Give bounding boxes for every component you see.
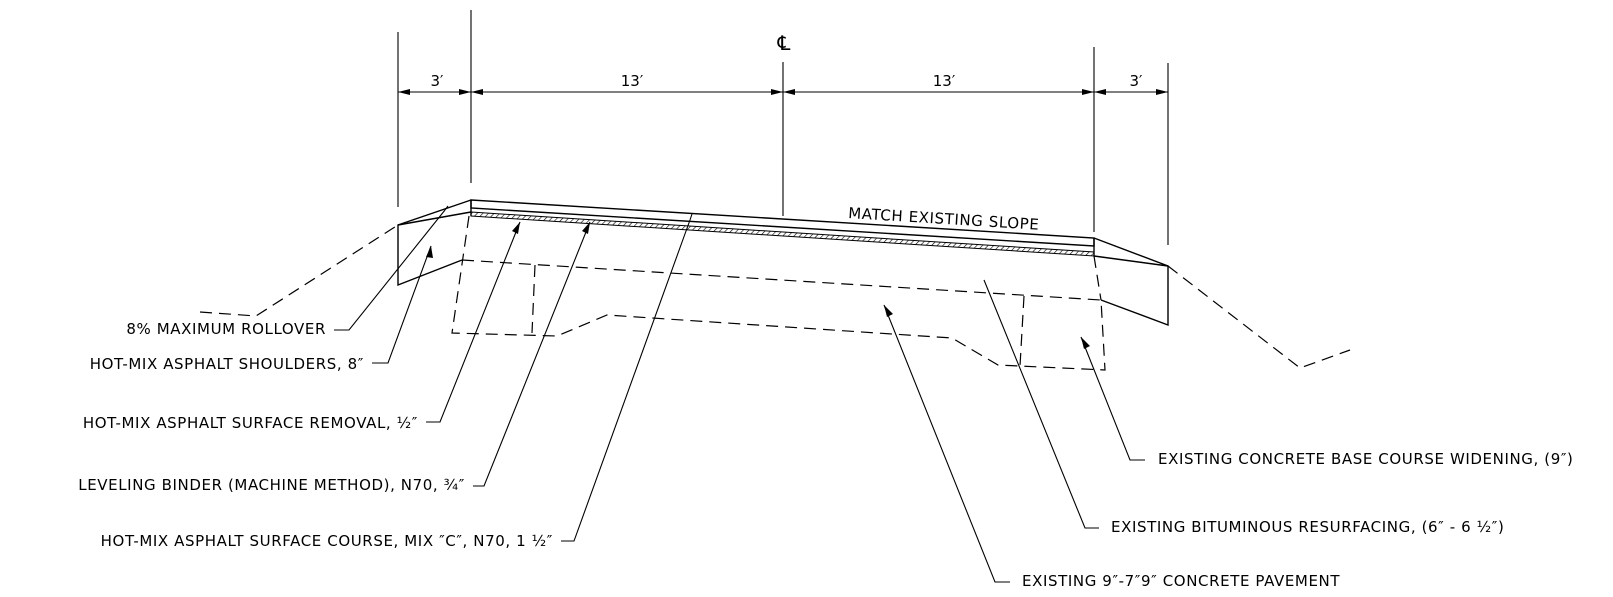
dimension-line [398,89,1168,95]
dim-left-shoulder: 3′ [431,72,445,90]
callout-concrete-pavement: EXISTING 9″-7″9″ CONCRETE PAVEMENT [1022,572,1340,590]
callout-bituminous-resurfacing: EXISTING BITUMINOUS RESURFACING, (6″ - 6… [1111,518,1504,536]
existing-dashed-lines [199,215,1351,371]
callout-surface-course: HOT-MIX ASPHALT SURFACE COURSE, MIX ″C″,… [101,532,553,550]
callout-rollover: 8% MAXIMUM ROLLOVER [126,320,326,338]
left-leader-lines [334,205,693,542]
centerline-symbol: ℄ [777,31,791,55]
right-leader-lines [883,279,1145,583]
dim-left-lane: 13′ [621,72,644,90]
right-shoulder [1093,237,1169,327]
extension-lines [397,10,1169,245]
left-shoulder [397,199,472,287]
callout-leveling-binder: LEVELING BINDER (MACHINE METHOD), N70, ¾… [78,476,465,494]
dim-right-shoulder: 3′ [1130,72,1144,90]
callout-base-course-widening: EXISTING CONCRETE BASE COURSE WIDENING, … [1158,450,1574,468]
callout-shoulders: HOT-MIX ASPHALT SHOULDERS, 8″ [90,355,364,373]
dim-right-lane: 13′ [933,72,956,90]
callout-surface-removal: HOT-MIX ASPHALT SURFACE REMOVAL, ½″ [83,414,418,432]
